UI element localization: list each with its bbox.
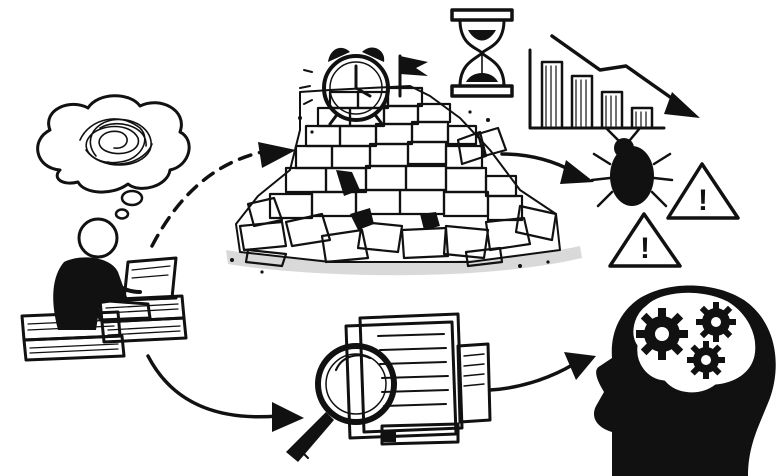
alarm-clock-icon [300,47,388,124]
declining-bar-chart-icon [530,36,700,128]
bug-icon [592,128,672,206]
head-gears-icon [594,285,776,476]
magnifying-glass-icon [286,346,394,462]
documents-icon [346,314,490,444]
warning-symbol: ! [698,184,708,217]
warning-triangle-icon: ! [668,164,738,218]
warning-symbol: ! [640,232,650,265]
hourglass-icon [452,10,512,96]
thought-cloud-icon [38,96,189,219]
person-with-laptop-icon [22,219,186,360]
arrow-to-magnifier [148,356,304,432]
warning-triangle-icon: ! [610,214,680,266]
arrow-to-head [490,352,596,390]
flag-icon [400,56,428,96]
